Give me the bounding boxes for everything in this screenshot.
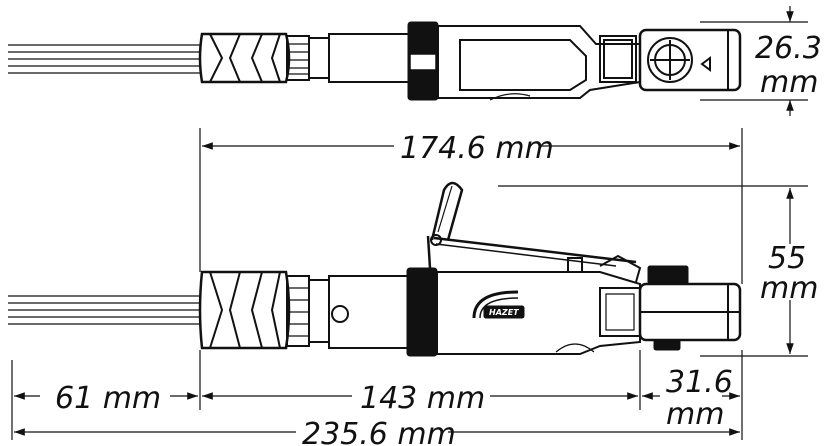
dim-overall-body-value: 174.6 mm [400, 131, 554, 166]
side-adjust-wheel [647, 265, 689, 351]
top-nose-grip [198, 32, 291, 84]
hazet-logo: HAZET [472, 290, 525, 319]
dim-head-value: 31.6 [666, 365, 733, 400]
top-needles [8, 44, 200, 74]
top-head [638, 28, 742, 92]
side-knurled-ring [406, 267, 438, 357]
dim-height-top-unit: mm [760, 65, 818, 100]
top-knurled-ring [407, 21, 439, 101]
dim-height-top: 26.3 mm [700, 6, 822, 116]
side-nose-grip [198, 270, 291, 350]
side-barrel [328, 275, 410, 349]
top-barrel [328, 33, 410, 83]
safety-lever [426, 181, 642, 283]
side-needles [8, 295, 200, 325]
dim-head: 31.6 mm [642, 365, 740, 432]
top-body [437, 25, 641, 101]
top-view [8, 21, 742, 101]
dim-body-value: 143 mm [360, 381, 485, 416]
dim-overall-total: 235.6 mm [13, 417, 740, 446]
side-body [436, 257, 641, 355]
dim-body: 143 mm [202, 381, 638, 416]
dim-needles: 61 mm [13, 381, 198, 416]
dim-height-side: 55 mm [498, 185, 818, 357]
dim-height-side-value: 55 [768, 241, 806, 276]
dim-height-top-value: 26.3 [755, 31, 822, 66]
side-ribbed-collar [286, 275, 330, 347]
dim-head-unit: mm [666, 397, 724, 432]
dim-overall-total-value: 235.6 mm [302, 417, 456, 446]
dim-height-side-unit: mm [760, 271, 818, 306]
side-head [638, 282, 742, 342]
top-ribbed-collar [286, 35, 330, 81]
dim-overall-body: 174.6 mm [199, 128, 743, 284]
dim-needles-value: 61 mm [55, 381, 161, 416]
logo-text: HAZET [489, 308, 519, 317]
side-view: HAZET [8, 181, 742, 357]
dimension-lines: 26.3 mm 174.6 mm 55 mm 61 [11, 6, 822, 446]
